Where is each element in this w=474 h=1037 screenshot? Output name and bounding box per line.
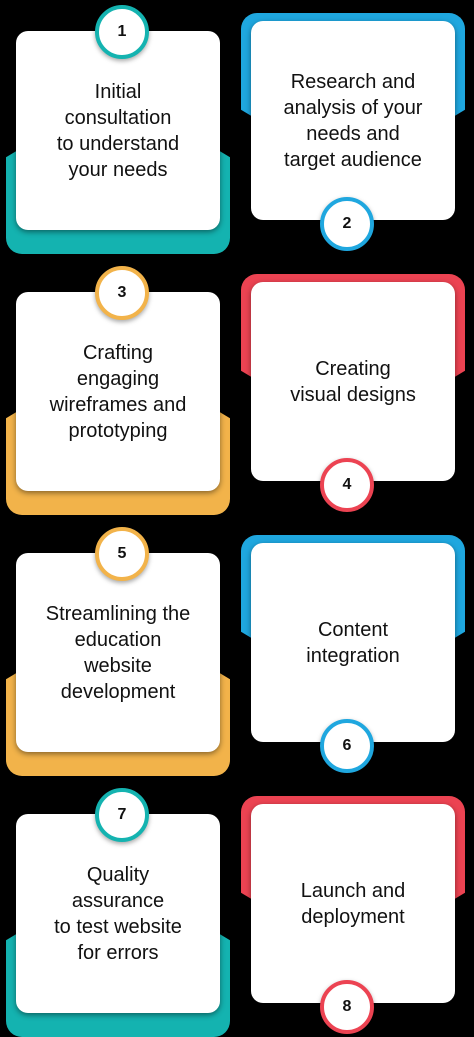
step-3-card: Crafting engaging wireframes and prototy… xyxy=(16,292,220,491)
step-4-badge: 4 xyxy=(320,458,374,512)
step-5-card: Streamlining the education website devel… xyxy=(16,553,220,752)
step-4-text: Creating visual designs xyxy=(290,357,416,406)
step-7-badge: 7 xyxy=(95,788,149,842)
step-6: Content integration 6 xyxy=(241,535,465,773)
step-5-badge: 5 xyxy=(95,527,149,581)
step-8-card: Launch and deployment xyxy=(251,804,455,1003)
step-1: Initial consultation to understand your … xyxy=(6,5,230,254)
step-7-text: Quality assurance to test website for er… xyxy=(54,863,182,964)
step-1-badge: 1 xyxy=(95,5,149,59)
step-2: Research and analysis of your needs and … xyxy=(241,13,465,251)
step-6-card: Content integration xyxy=(251,543,455,742)
step-2-text: Research and analysis of your needs and … xyxy=(283,70,423,171)
step-7-card: Quality assurance to test website for er… xyxy=(16,814,220,1013)
step-4-card: Creating visual designs xyxy=(251,282,455,481)
step-2-card: Research and analysis of your needs and … xyxy=(251,21,455,220)
step-4: Creating visual designs 4 xyxy=(241,274,465,512)
step-1-text: Initial consultation to understand your … xyxy=(56,80,180,181)
step-3: Crafting engaging wireframes and prototy… xyxy=(6,266,230,515)
step-7: Quality assurance to test website for er… xyxy=(6,788,230,1037)
step-8-text: Launch and deployment xyxy=(300,879,406,928)
step-8-badge: 8 xyxy=(320,980,374,1034)
step-6-text: Content integration xyxy=(306,618,400,667)
step-6-badge: 6 xyxy=(320,719,374,773)
step-1-card: Initial consultation to understand your … xyxy=(16,31,220,230)
step-5-text: Streamlining the education website devel… xyxy=(45,602,191,703)
step-3-text: Crafting engaging wireframes and prototy… xyxy=(49,341,187,442)
step-5: Streamlining the education website devel… xyxy=(6,527,230,776)
step-8: Launch and deployment 8 xyxy=(241,796,465,1034)
step-3-badge: 3 xyxy=(95,266,149,320)
step-2-badge: 2 xyxy=(320,197,374,251)
